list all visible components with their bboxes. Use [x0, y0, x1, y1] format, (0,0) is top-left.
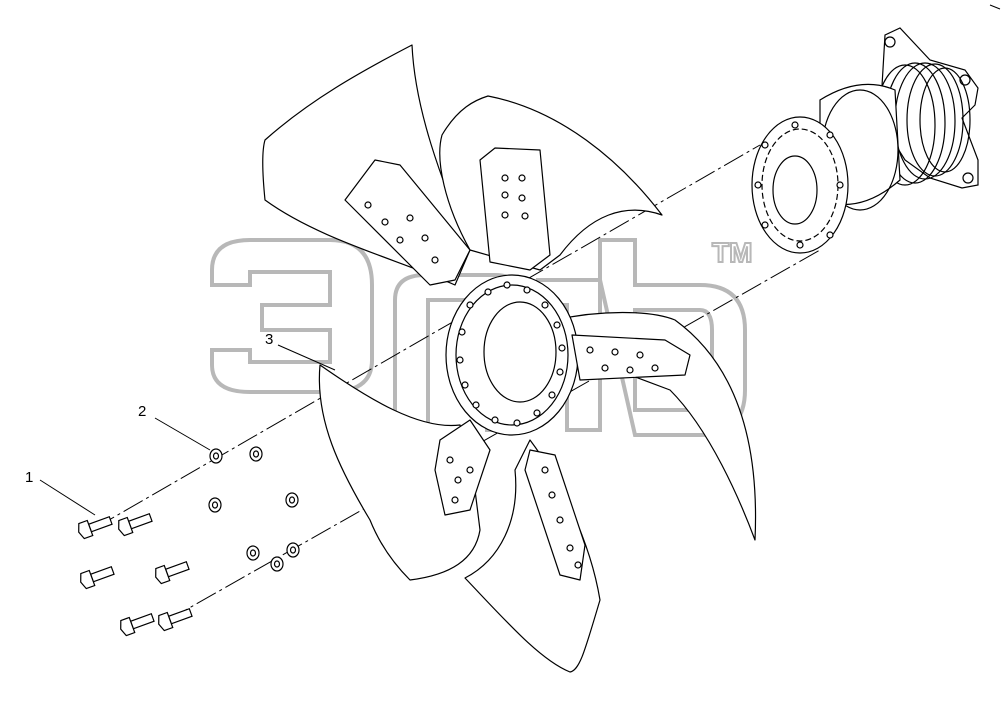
bolt [120, 612, 155, 637]
fan-hub-rim [455, 284, 569, 426]
bolt [155, 560, 190, 585]
callout-leaders [39, 344, 336, 516]
callout-1: 1 [25, 469, 33, 486]
callout-3: 3 [265, 331, 273, 348]
corner-mark [989, 4, 1001, 10]
washer [209, 448, 223, 464]
bolt [158, 607, 193, 632]
washer [246, 545, 260, 561]
callout-2: 2 [138, 403, 146, 420]
washer [249, 446, 263, 462]
bolt [80, 565, 115, 590]
washer [286, 542, 300, 558]
mounting-bracket [879, 27, 979, 189]
fan [262, 44, 757, 673]
washer [208, 497, 222, 513]
bolt [118, 512, 153, 537]
washer [285, 492, 299, 508]
fan-blade [554, 311, 757, 541]
fan-clutch-assembly [751, 27, 979, 254]
fan-hub-bore [483, 301, 557, 403]
washer [270, 556, 284, 572]
fan-spider-arm [479, 147, 551, 271]
fan-spider-arm [344, 159, 471, 286]
watermark-tm: TM [712, 237, 752, 268]
fan-spider-arm [434, 419, 491, 516]
bolts [78, 512, 193, 637]
fan-blade [439, 95, 663, 271]
bolt [78, 515, 113, 540]
fan-blade [318, 364, 481, 581]
washers [208, 446, 300, 572]
